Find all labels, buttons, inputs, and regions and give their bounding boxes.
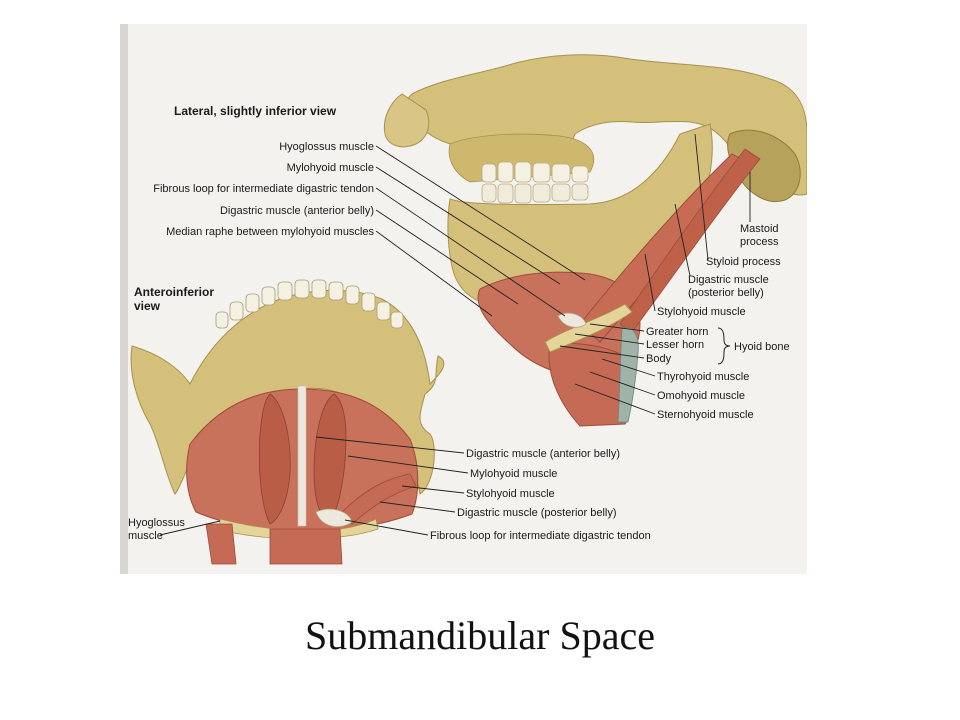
anteroinferior-illustration — [130, 279, 445, 565]
label-median-raphe: Median raphe between mylohyoid muscles — [166, 226, 374, 238]
label-lesser-horn: Lesser horn — [646, 339, 704, 351]
leader-inf-fibrous-loop — [344, 519, 429, 536]
label-styloid: Styloid process — [706, 256, 781, 268]
label-stylohyoid: Stylohyoid muscle — [657, 306, 746, 318]
label-thyrohyoid: Thyrohyoid muscle — [657, 371, 749, 383]
label-mylohyoid: Mylohyoid muscle — [287, 162, 374, 174]
label-inf-digastric-anterior: Digastric muscle (anterior belly) — [466, 448, 620, 460]
leader-digastric-anterior — [375, 209, 519, 305]
inferior-digastric-anterior-left — [258, 393, 291, 525]
label-hyoglossus: Hyoglossus muscle — [279, 141, 374, 153]
leader-inf-digastric-posterior — [379, 501, 456, 513]
label-mastoid-2: process — [740, 236, 779, 248]
leader-sternohyoid — [574, 383, 656, 415]
nose — [383, 93, 430, 148]
leader-mylohyoid — [375, 166, 561, 285]
label-inf-hyoglossus-2: muscle — [128, 530, 163, 542]
lateral-fibrous-loop — [557, 312, 587, 328]
anatomy-plate: Lateral, slightly inferior view Hyogloss… — [120, 24, 807, 574]
hyoid-bone-brace — [717, 327, 731, 365]
leader-omohyoid — [589, 371, 656, 396]
leader-inf-stylohyoid — [401, 485, 465, 494]
label-body: Body — [646, 353, 672, 365]
leader-inf-mylohyoid — [347, 455, 469, 474]
leader-median-raphe — [375, 230, 493, 317]
leader-fibrous-loop — [375, 187, 566, 317]
thyroid-cartilage — [617, 327, 639, 423]
leader-greater-horn — [589, 323, 645, 332]
leader-thyrohyoid — [601, 358, 656, 377]
anteroinferior-title-1: Anteroinferior — [134, 285, 214, 299]
label-digastric-posterior-1: Digastric muscle — [688, 274, 769, 286]
inferior-teeth — [215, 279, 404, 329]
inferior-neck-stub — [269, 528, 343, 565]
label-inf-hyoglossus-1: Hyoglossus — [128, 517, 185, 529]
inferior-stylohyoid — [339, 473, 417, 525]
label-omohyoid: Omohyoid muscle — [657, 390, 745, 402]
plate-left-edge — [120, 24, 128, 574]
label-sternohyoid: Sternohyoid muscle — [657, 409, 754, 421]
leader-styloid — [694, 133, 709, 261]
lateral-hyoid-bone — [544, 303, 633, 353]
label-digastric-posterior-2: (posterior belly) — [688, 287, 764, 299]
leader-stylohyoid — [644, 253, 656, 312]
anteroinferior-title-2: view — [134, 299, 161, 313]
leader-digastric-posterior — [674, 203, 691, 277]
label-inf-mylohyoid: Mylohyoid muscle — [470, 468, 557, 480]
label-digastric-anterior: Digastric muscle (anterior belly) — [220, 205, 374, 217]
leader-hyoglossus — [375, 145, 586, 281]
leader-body — [559, 345, 645, 359]
label-hyoid-bone: Hyoid bone — [734, 341, 790, 353]
label-inf-digastric-posterior: Digastric muscle (posterior belly) — [457, 507, 617, 519]
label-fibrous-loop: Fibrous loop for intermediate digastric … — [153, 183, 374, 195]
inferior-median-raphe — [297, 385, 307, 527]
leader-inf-hyoglossus — [159, 520, 221, 536]
leader-lesser-horn — [574, 333, 645, 345]
slide-caption: Submandibular Space — [305, 613, 655, 658]
label-inf-stylohyoid: Stylohyoid muscle — [466, 488, 555, 500]
inferior-fibrous-loop — [315, 508, 353, 527]
label-mastoid-1: Mastoid — [740, 223, 779, 235]
leader-inf-digastric-anterior — [315, 436, 465, 454]
upper-teeth — [481, 161, 589, 183]
lateral-stylohyoid — [619, 148, 761, 333]
label-greater-horn: Greater horn — [646, 326, 708, 338]
inferior-hyoglossus — [205, 523, 237, 565]
lateral-view-title: Lateral, slightly inferior view — [174, 104, 337, 118]
lower-teeth — [481, 183, 589, 204]
label-inf-fibrous-loop: Fibrous loop for intermediate digastric … — [430, 530, 651, 542]
